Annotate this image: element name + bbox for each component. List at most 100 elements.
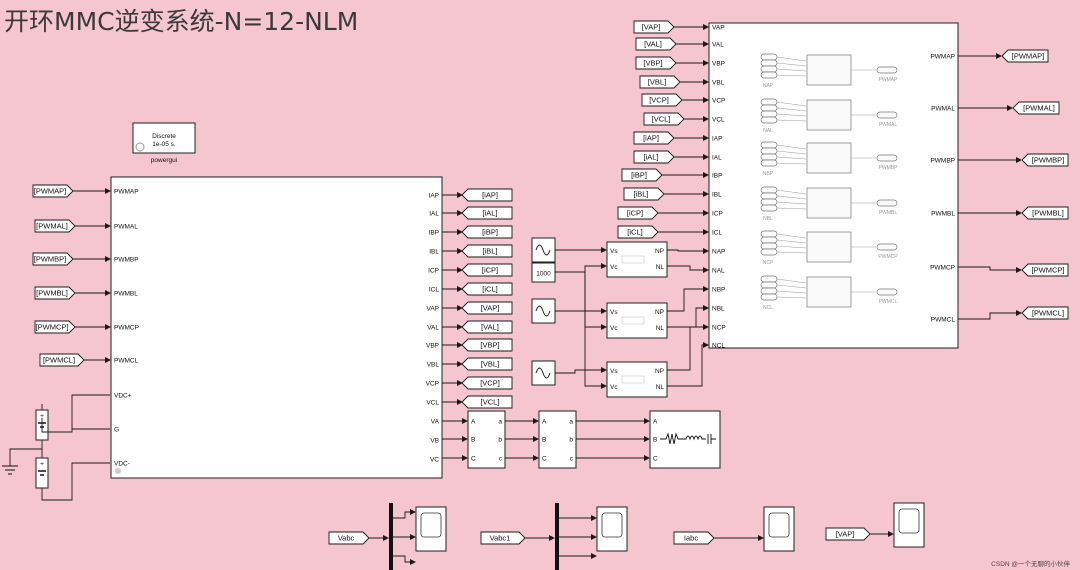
goto-tag-mmc-out-8[interactable]: [VBP] xyxy=(461,338,513,352)
from-tag-controller-0[interactable]: [VAP] xyxy=(633,20,675,34)
powergui-icon xyxy=(135,142,145,152)
goto-tag-mmc-out-5[interactable]: [iCL] xyxy=(461,282,513,296)
from-tag-scope-1[interactable]: Vabc1 xyxy=(480,531,526,545)
from-tag-label: [PWMAL] xyxy=(1023,104,1055,113)
scope-vap[interactable] xyxy=(893,502,925,548)
goto-tag-mmc-out-6[interactable]: [VAP] xyxy=(461,301,513,315)
sine-wave-source-1[interactable] xyxy=(531,298,556,324)
goto-tag-mmc-out-0[interactable]: [iAP] xyxy=(461,188,513,202)
goto-tag-mmc-out-3[interactable]: [iBL] xyxy=(461,244,513,258)
from-tag-scope-0[interactable]: Vabc xyxy=(328,531,370,545)
from-tag-pwm-4[interactable]: [PWMCP] xyxy=(34,320,76,334)
mmc-subsystem-block[interactable]: PWMAPPWMALPWMBPPWMBLPWMCPPWMCLVDC+GVDC-I… xyxy=(110,176,443,479)
rlc-load-block[interactable]: ABC xyxy=(649,410,721,469)
from-tag-shape xyxy=(461,225,513,239)
inner-from-tag xyxy=(760,65,778,73)
from-tag-scope-3[interactable]: [VAP] xyxy=(825,527,871,541)
nlm-in-vc: Vc xyxy=(610,384,618,391)
from-tag-shape xyxy=(1021,153,1069,167)
from-tag-pwm-2[interactable]: [PWMBP] xyxy=(32,252,74,266)
from-tag-controller-11[interactable]: [iCL] xyxy=(617,225,659,239)
goto-tag-label: [iCL] xyxy=(627,228,642,237)
scope-vabc[interactable] xyxy=(415,506,447,552)
mmc-body xyxy=(110,176,443,479)
from-tag-controller-2[interactable]: [VBP] xyxy=(635,56,677,70)
nlm-in-vs: Vs xyxy=(610,368,618,375)
sine-wave-source-2[interactable] xyxy=(531,360,556,386)
inner-pwm-block xyxy=(806,54,852,86)
nlm-out-nl: NL xyxy=(656,264,665,271)
from-tag-shape xyxy=(461,357,513,371)
nlm-in-vs: Vs xyxy=(610,248,618,255)
goto-tag-mmc-out-11[interactable]: [VCL] xyxy=(461,395,513,409)
goto-tag-controller-out-0[interactable]: [PWMAP] xyxy=(1001,49,1049,63)
from-tag-shape xyxy=(1001,49,1049,63)
pwm-controller-block[interactable]: VAPVALVBPVBLVCPVCLIAPIALIBPIBLICPICLNAPN… xyxy=(708,22,959,350)
nlm-in-vc: Vc xyxy=(610,325,618,332)
powergui-line1: Discrete xyxy=(152,133,176,140)
from-tag-shape xyxy=(1021,206,1069,220)
from-tag-controller-4[interactable]: [VCP] xyxy=(641,93,683,107)
goto-tag-mmc-out-2[interactable]: [iBP] xyxy=(461,225,513,239)
from-tag-controller-8[interactable]: [iBP] xyxy=(621,168,663,182)
scope-vabc1[interactable] xyxy=(596,506,628,552)
controller-out-pwmcp: PWMCP xyxy=(930,265,955,272)
inner-from-tag xyxy=(760,53,778,61)
goto-tag-mmc-out-4[interactable]: [iCP] xyxy=(461,263,513,277)
goto-tag-shape xyxy=(639,75,681,89)
nlm-body xyxy=(606,241,668,278)
from-tag-label: [PWMCP] xyxy=(1032,266,1065,275)
from-tag-label: [VBP] xyxy=(480,341,499,350)
inner-wire xyxy=(776,239,807,244)
nlm-inner-icon xyxy=(621,255,645,264)
inner-from-tag xyxy=(760,281,778,289)
from-tag-controller-5[interactable]: [VCL] xyxy=(643,112,685,126)
from-tag-pwm-3[interactable]: [PWMBL] xyxy=(34,286,76,300)
goto-tag-mmc-out-7[interactable]: [VAL] xyxy=(461,320,513,334)
from-tag-controller-7[interactable]: [iAL] xyxy=(633,150,675,164)
from-tag-controller-9[interactable]: [iBL] xyxy=(623,187,665,201)
from-tag-controller-3[interactable]: [VBL] xyxy=(639,75,681,89)
from-tag-controller-10[interactable]: [iCP] xyxy=(617,206,659,220)
from-tag-pwm-0[interactable]: [PWMAP] xyxy=(32,184,74,198)
scope-screen xyxy=(768,512,790,538)
scope-iabc[interactable] xyxy=(763,506,795,552)
from-tag-pwm-1[interactable]: [PWMAL] xyxy=(34,219,76,233)
inner-from-tag xyxy=(760,186,778,194)
constant-block[interactable]: 1000 xyxy=(531,262,556,283)
dc-plus: + xyxy=(40,413,44,420)
sine-icon xyxy=(535,367,551,379)
goto-tag-controller-out-3[interactable]: [PWMBL] xyxy=(1021,206,1069,220)
goto-tag-mmc-out-1[interactable]: [iAL] xyxy=(461,206,513,220)
inner-from-tag xyxy=(760,293,778,301)
from-tag-controller-6[interactable]: [iAP] xyxy=(633,131,675,145)
from-tag-label: [VCP] xyxy=(480,379,500,388)
goto-tag-controller-out-5[interactable]: [PWMCL] xyxy=(1021,306,1069,320)
goto-tag-controller-out-2[interactable]: [PWMBP] xyxy=(1021,153,1069,167)
ground-block[interactable] xyxy=(2,465,18,475)
from-tag-pwm-5[interactable]: [PWMCL] xyxy=(39,353,85,367)
from-tag-controller-1[interactable]: [VAL] xyxy=(635,37,677,51)
signal-line xyxy=(667,324,709,371)
inner-from-tag xyxy=(760,147,778,155)
goto-tag-mmc-out-10[interactable]: [VCP] xyxy=(461,376,513,390)
goto-tag-label: [PWMBP] xyxy=(34,255,67,264)
mmc-out-port-vbl: VBL xyxy=(427,362,440,369)
sine-body xyxy=(531,360,556,386)
sine-wave-source-0[interactable] xyxy=(531,237,556,263)
nlm-body xyxy=(606,361,668,398)
controller-in-nbl: NBL xyxy=(712,306,725,313)
mmc-out-port-vcp: VCP xyxy=(426,381,439,388)
goto-tag-controller-out-1[interactable]: [PWMAL] xyxy=(1012,101,1060,115)
goto-tag-controller-out-4[interactable]: [PWMCP] xyxy=(1021,263,1069,277)
from-tag-scope-2[interactable]: Iabc xyxy=(673,531,715,545)
goto-tag-mmc-out-9[interactable]: [VBL] xyxy=(461,357,513,371)
dc-voltage-source-1[interactable]: + xyxy=(35,457,49,489)
